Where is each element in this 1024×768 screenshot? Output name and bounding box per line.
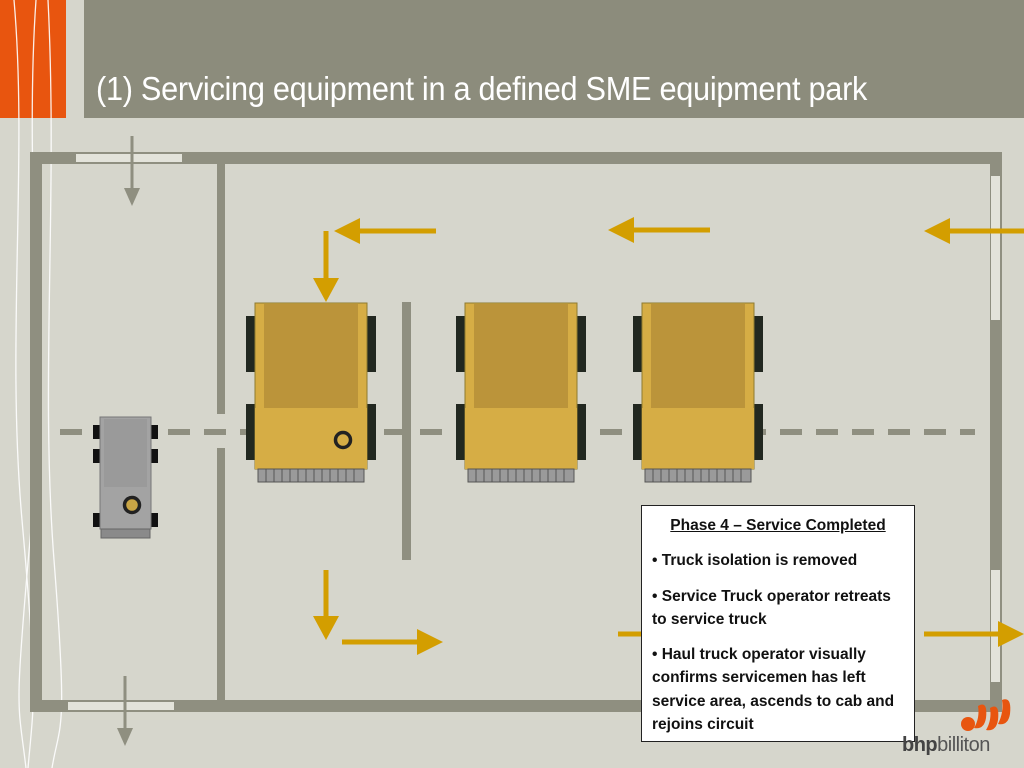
phase-title: Phase 4 – Service Completed	[670, 517, 886, 534]
arrow-left-2	[608, 217, 710, 243]
phase-info-box: Phase 4 – Service Completed • Truck isol…	[641, 505, 915, 742]
operator-marker	[333, 430, 353, 450]
entry-gate-top	[76, 154, 182, 162]
bhp-billiton-logo: bhpbilliton	[902, 696, 1012, 760]
service-truck	[93, 416, 158, 539]
bay-divider	[402, 302, 411, 560]
haul-truck-1	[246, 302, 376, 483]
arrow-right-1	[342, 629, 443, 655]
arrow-down-2	[313, 570, 339, 640]
haul-truck-2	[456, 302, 586, 483]
haul-truck-3	[633, 302, 763, 483]
arrow-left-1	[334, 218, 436, 244]
slide-title: (1) Servicing equipment in a defined SME…	[96, 70, 868, 107]
entry-gate-right	[991, 176, 1000, 320]
logo-brand-rest: billiton	[937, 734, 990, 756]
park-boundary-wall	[30, 152, 1002, 712]
gray-entry-arrow	[124, 136, 140, 206]
phase-step-2: • Service Truck operator retreats to ser…	[652, 587, 891, 628]
phase-step-1: • Truck isolation is removed	[652, 552, 858, 570]
service-operator-marker	[122, 495, 142, 515]
logo-brand-bold: bhp	[902, 734, 938, 756]
phase-step-3: • Haul truck operator visually confirms …	[652, 646, 895, 733]
exit-gate-bottom	[68, 702, 174, 710]
logo-mark-icon	[961, 699, 1011, 731]
divider-wall-upper	[217, 164, 225, 414]
exit-gate-right	[991, 570, 1000, 682]
divider-wall-lower	[217, 448, 225, 700]
header-bar	[84, 0, 1024, 118]
arrow-down-1	[313, 231, 339, 302]
arrow-right-2	[924, 621, 1024, 647]
arrow-left-3	[924, 218, 1024, 244]
gray-exit-arrow	[117, 676, 133, 746]
